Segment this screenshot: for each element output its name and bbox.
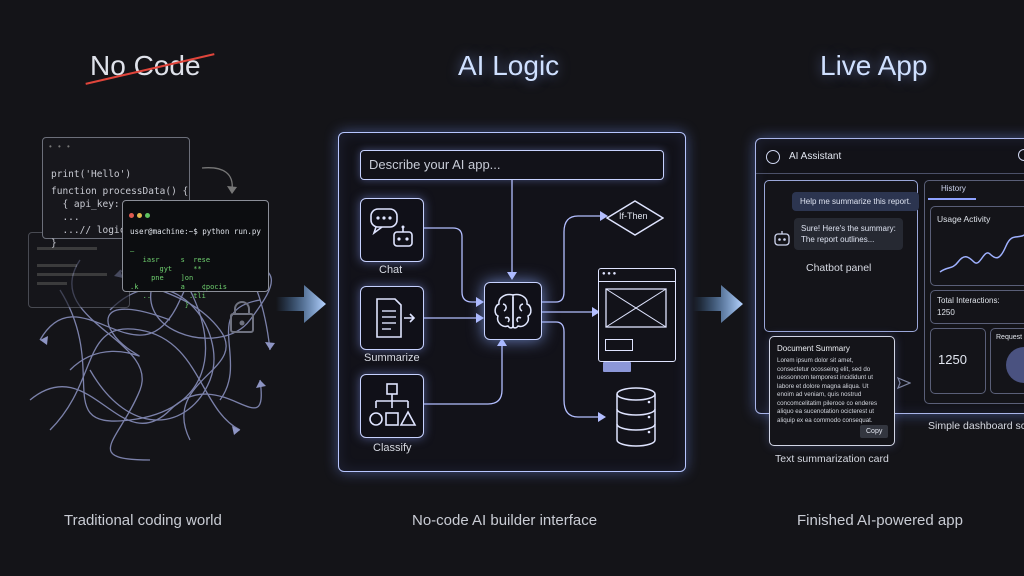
- classify-node[interactable]: [360, 374, 424, 438]
- window-dots: • • •: [49, 142, 72, 151]
- chatbot-panel-label: Chatbot panel: [806, 262, 872, 274]
- live-app-caption: Finished AI-powered app: [797, 512, 963, 529]
- usage-activity-card: [930, 206, 1024, 286]
- pie-chart-icon: [1006, 347, 1024, 383]
- ui-wireframe-node[interactable]: ● ● ●: [598, 268, 676, 372]
- lock-icon: [230, 301, 254, 333]
- document-summary-body: Lorem ipsum dolor sit amet, consectetur …: [777, 357, 878, 424]
- tangled-lines-illustration: [29, 251, 275, 461]
- terminal-window: user@machine:~$ python run.py — iasr s r…: [122, 200, 269, 309]
- no-code-title-text: No Code: [90, 50, 201, 81]
- ai-logic-title: AI Logic: [458, 50, 560, 81]
- wireframe-button: [603, 362, 631, 372]
- ai-brain-node[interactable]: [484, 282, 542, 340]
- traditional-caption: Traditional coding world: [64, 512, 222, 529]
- describe-app-placeholder: Describe your AI app...: [369, 157, 501, 172]
- builder-caption: No-code AI builder interface: [412, 512, 598, 529]
- app-settings-icon[interactable]: [1018, 149, 1024, 161]
- code-line: ...// logic: [51, 225, 126, 236]
- summarize-node[interactable]: [360, 286, 424, 350]
- brain-icon: [494, 293, 532, 329]
- bot-avatar-icon: [774, 231, 790, 246]
- terminal-output: — iasr s rese gyt ** pne ]on.k a ¢pocis …: [123, 236, 268, 330]
- terminal-line: —: [130, 247, 135, 255]
- bot-reply: Sure! Here's the summary: The report out…: [794, 218, 903, 250]
- tab-history[interactable]: History: [941, 184, 966, 193]
- describe-app-input[interactable]: Describe your AI app...: [360, 150, 664, 180]
- copy-button[interactable]: Copy: [860, 425, 889, 438]
- terminal-line: .. .tli: [130, 292, 206, 300]
- database-icon: [616, 387, 656, 447]
- summary-card-label: Text summarization card: [775, 453, 889, 465]
- wireframe-block: [605, 339, 633, 351]
- big-number-card: [930, 328, 986, 394]
- interactions-label: Total Interactions:: [937, 296, 1000, 305]
- code-line: ...: [51, 212, 80, 223]
- curved-arrow-icon: [201, 167, 237, 194]
- app-header: [756, 139, 1024, 174]
- terminal-line: .k a ¢pocis: [130, 283, 227, 291]
- send-icon[interactable]: [897, 376, 911, 390]
- dashboard-label: Simple dashboard sc: [928, 420, 1024, 432]
- builder-connections: [424, 180, 608, 422]
- chat-node[interactable]: [360, 198, 424, 262]
- summarize-node-label: Summarize: [364, 352, 420, 364]
- document-icon: [376, 298, 416, 338]
- chat-node-label: Chat: [379, 264, 403, 276]
- document-summary-title: Document Summary: [777, 344, 850, 353]
- app-logo-icon: [766, 150, 780, 164]
- if-then-label: If-Then: [619, 211, 648, 221]
- terminal-line: iasr s rese: [130, 256, 211, 264]
- flow-arrow-1-icon: [276, 285, 326, 323]
- image-placeholder-icon: [605, 288, 667, 328]
- interactions-card: [930, 290, 1024, 324]
- terminal-line: pne ]on: [130, 274, 194, 282]
- request-label: Request: [996, 334, 1023, 341]
- if-then-decision-icon: [606, 200, 664, 236]
- interactions-value: 1250: [937, 308, 955, 317]
- no-code-title: No Code: [85, 50, 215, 85]
- hierarchy-icon: [369, 383, 417, 426]
- big-number-value: 1250: [938, 352, 967, 367]
- usage-sparkline: [939, 234, 1024, 273]
- bot-reply-line-2: The report outlines...: [801, 235, 875, 244]
- terminal-line: }: [130, 301, 190, 309]
- code-line: function processData() {: [51, 186, 189, 197]
- classify-node-label: Classify: [373, 442, 412, 454]
- user-message: Help me summarize this report.: [792, 192, 920, 211]
- bot-reply-line-1: Sure! Here's the summary:: [801, 224, 896, 233]
- terminal-prompt: user@machine:~$ python run.py: [130, 227, 261, 236]
- wireframe-header: ● ● ●: [599, 269, 675, 282]
- app-title: AI Assistant: [789, 151, 842, 162]
- code-line: print('Hello'): [51, 169, 132, 180]
- chat-bot-icon: [370, 208, 413, 247]
- live-app-title: Live App: [820, 50, 928, 81]
- flow-arrow-2-icon: [693, 285, 743, 323]
- code-editor-window: • • • print('Hello') function processData…: [42, 137, 190, 249]
- terminal-line: gyt **: [130, 265, 202, 273]
- code-line: }: [51, 238, 57, 249]
- usage-activity-title: Usage Activity: [937, 214, 991, 224]
- tab-underline: [928, 198, 976, 200]
- terminal-dots: [123, 201, 268, 227]
